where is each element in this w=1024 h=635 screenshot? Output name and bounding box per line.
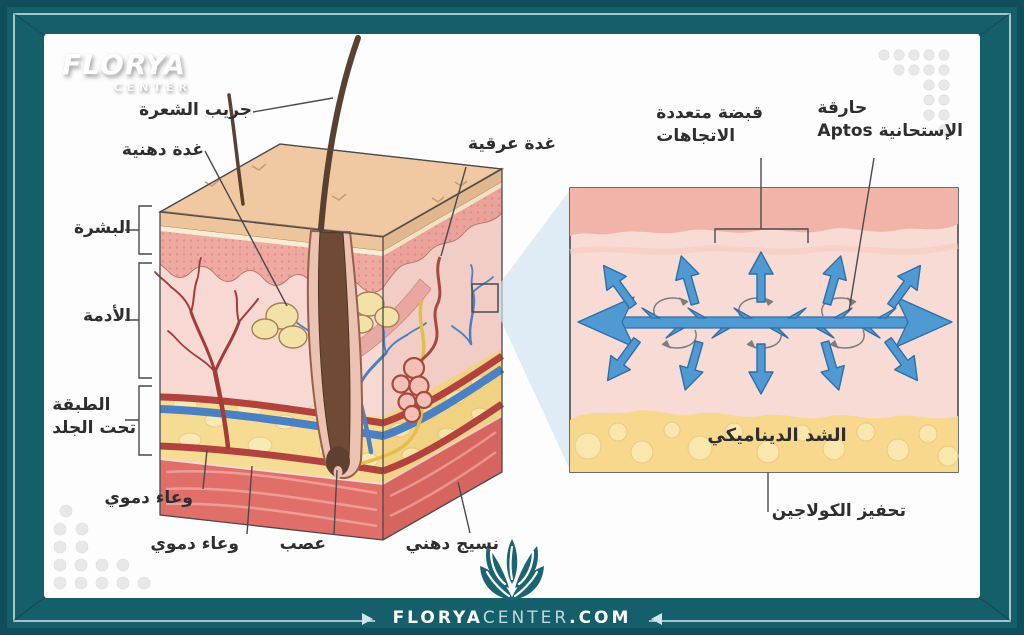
label-nerve: عصب <box>279 534 326 554</box>
florya-plant-icon <box>480 539 544 600</box>
frame-bevel-lines <box>12 12 1012 622</box>
label-dermis: الأدمة <box>82 306 131 326</box>
footer-arrow-right-icon <box>362 613 373 625</box>
dots-pattern-bottom-left <box>53 504 151 590</box>
footer-bar: FLORYACENTER.COM <box>0 602 1024 634</box>
florya-logo-subtitle: CENTER <box>113 81 192 94</box>
label-hair-follicle: جريب الشعرة <box>139 100 252 120</box>
label-blood-vessel-2: وعاء دموي <box>150 534 239 554</box>
zoom-wedge <box>498 190 570 470</box>
zoom-source-square <box>471 283 499 313</box>
label-sebaceous-gland: غدة دهنية <box>121 140 204 160</box>
footer-arrow-left-icon <box>651 613 662 625</box>
tension-arrows <box>602 251 922 395</box>
footer-url-center: CENTER <box>482 608 570 628</box>
skin-block-illustration <box>154 35 505 541</box>
florya-header-logo: FLORYA CENTER <box>62 48 202 94</box>
aptos-thread <box>577 296 953 348</box>
footer-url-tld: .COM <box>569 608 632 628</box>
label-pointer-lines <box>125 97 875 535</box>
footer-url-brand: FLORYA <box>392 608 483 628</box>
label-fat-tissue: نسيج دهني <box>405 534 499 554</box>
label-collagen-stimulation: تحفيز الكولاجين <box>771 501 906 521</box>
label-dynamic-tension: الشد الديناميكي <box>707 425 847 446</box>
aptos-inset-illustration <box>569 187 959 473</box>
florya-logo-text: FLORYA <box>62 48 187 81</box>
label-multidirectional-grip: قبضة متعددة الاتجاهات <box>656 103 763 146</box>
label-subcutaneous-layer: الطبقة تحت الجلد <box>52 395 136 438</box>
label-epidermis: البشرة <box>73 218 131 238</box>
dots-pattern-top-right <box>878 49 950 136</box>
footer-url: FLORYACENTER.COM <box>374 608 650 628</box>
label-aptos-thread: حارقة الإستحانية Aptos <box>817 98 963 141</box>
label-sweat-gland: غدة عرقية <box>468 134 556 154</box>
label-blood-vessel-1: وعاء دموي <box>104 488 193 508</box>
